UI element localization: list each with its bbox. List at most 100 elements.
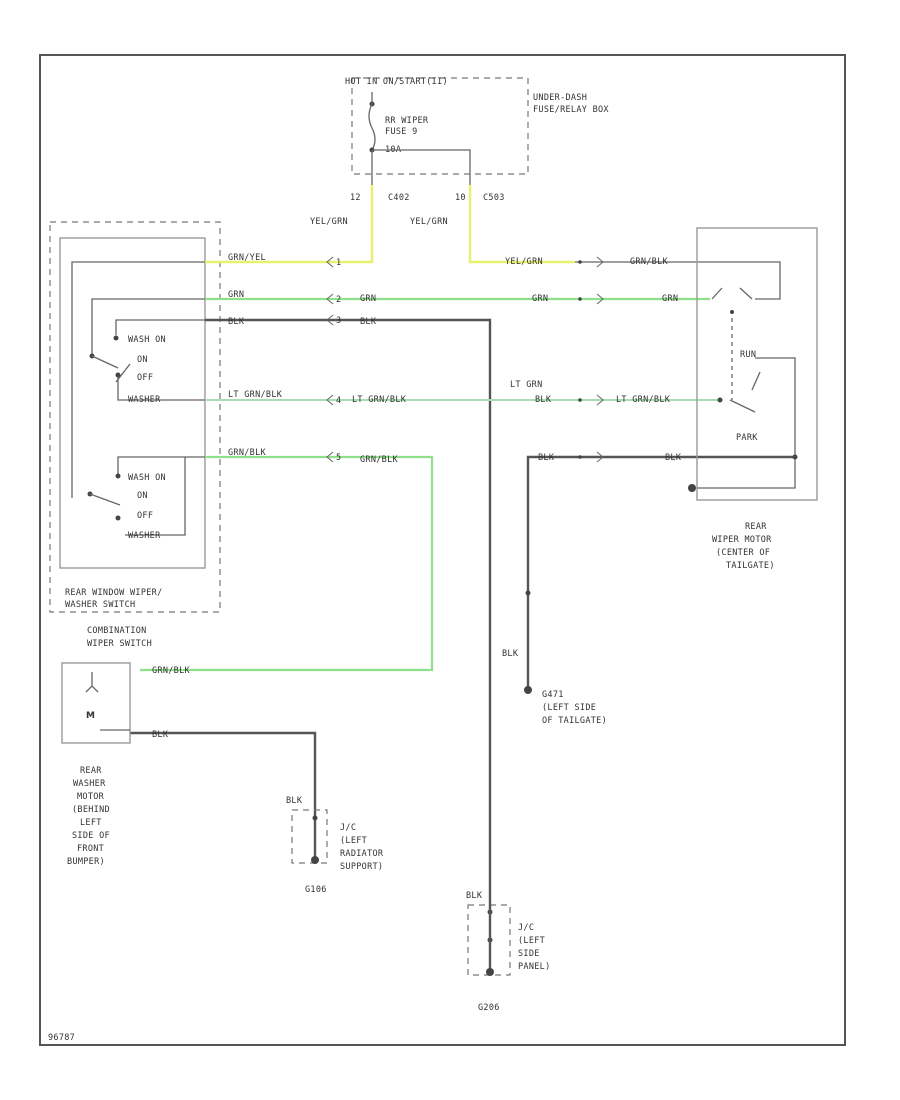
wiper-motor-run-wire bbox=[755, 357, 796, 457]
washer-motor-label-3: MOTOR bbox=[77, 792, 105, 802]
footer-code: 96787 bbox=[48, 1033, 75, 1043]
g206-code: G206 bbox=[478, 1003, 500, 1013]
g106-desc-3: RADIATOR bbox=[340, 849, 384, 859]
washer-motor-label-1: REAR bbox=[80, 766, 102, 776]
label-yel-grn-left: YEL/GRN bbox=[310, 217, 348, 227]
label-yel-grn-motor: YEL/GRN bbox=[505, 257, 543, 267]
connector-dot-r1 bbox=[578, 260, 582, 264]
g471-splice bbox=[525, 590, 531, 596]
connector-mark-r1 bbox=[596, 256, 604, 268]
g106-desc-1: J/C bbox=[340, 823, 356, 833]
wiper-motor-label-2: WIPER MOTOR bbox=[712, 535, 772, 545]
lower-off: OFF bbox=[137, 511, 153, 521]
washer-motor-housing bbox=[61, 662, 131, 744]
label-grn-4: GRN bbox=[662, 294, 678, 304]
switch-lower-lever bbox=[89, 493, 121, 506]
switch-internal-blk bbox=[115, 319, 205, 335]
combo-switch-label-1: COMBINATION bbox=[87, 626, 147, 636]
g106-ground-point bbox=[311, 856, 319, 864]
wire-grnblk-motor-top bbox=[575, 261, 781, 300]
g206-desc-3: SIDE bbox=[518, 949, 540, 959]
label-blk-5: BLK bbox=[665, 453, 682, 463]
label-blk-7: BLK bbox=[152, 730, 169, 740]
pin-4: 4 bbox=[336, 396, 341, 406]
g106-desc-2: (LEFT bbox=[340, 836, 367, 846]
switch-upper-link bbox=[115, 363, 131, 383]
pin-left: 12 bbox=[350, 193, 361, 203]
washer-motor-label-4: (BEHIND bbox=[72, 805, 110, 815]
wiper-motor-label-1: REAR bbox=[745, 522, 767, 532]
g106-desc-4: SUPPORT) bbox=[340, 862, 383, 872]
label-grn-3: GRN bbox=[532, 294, 548, 304]
connector-dot-r2 bbox=[578, 297, 582, 301]
fuse-name-1: RR WIPER bbox=[385, 116, 429, 126]
rear-switch-label-1: REAR WINDOW WIPER/ bbox=[65, 588, 163, 598]
label-grn-blk-3: GRN/BLK bbox=[152, 666, 191, 676]
wire-blk-g206 bbox=[205, 318, 492, 900]
connector-mark-r3 bbox=[596, 394, 604, 406]
switch-lower-contact-1 bbox=[115, 473, 121, 479]
switch-internal-grnblk bbox=[125, 456, 205, 536]
switch-upper-contact-1 bbox=[113, 335, 119, 341]
connector-mark-r2 bbox=[596, 293, 604, 305]
label-blk-8: BLK bbox=[286, 796, 303, 806]
lower-washer: WASHER bbox=[128, 531, 161, 541]
switch-housing bbox=[59, 237, 206, 569]
fuse-box-name-2: FUSE/RELAY BOX bbox=[533, 105, 609, 115]
g106-code: G106 bbox=[305, 885, 327, 895]
label-blk-2: BLK bbox=[360, 317, 377, 327]
label-blk-3: BLK bbox=[535, 395, 552, 405]
pin-right: 10 bbox=[455, 193, 466, 203]
wiper-motor-splice bbox=[792, 454, 798, 460]
washer-motor-terminal bbox=[85, 672, 99, 693]
diagram-frame bbox=[39, 54, 846, 1046]
g106-junction-outline bbox=[291, 809, 328, 864]
switch-internal-grn bbox=[91, 298, 205, 355]
connector-symbols: 1 2 3 4 5 bbox=[326, 256, 604, 463]
rear-switch-label-2: WASHER SWITCH bbox=[65, 600, 135, 610]
upper-off: OFF bbox=[137, 373, 153, 383]
label-grn-blk-motor: GRN/BLK bbox=[630, 257, 669, 267]
washer-motor-label-8: BUMPER) bbox=[67, 857, 105, 867]
g206-desc-1: J/C bbox=[518, 923, 534, 933]
wiper-motor-ground bbox=[688, 484, 696, 492]
pin-5: 5 bbox=[336, 453, 341, 463]
washer-motor-label-7: FRONT bbox=[77, 844, 104, 854]
label-grn-blk-1: GRN/BLK bbox=[228, 448, 267, 458]
lower-wash-on: WASH ON bbox=[128, 473, 166, 483]
wiper-motor-label-4: TAILGATE) bbox=[726, 561, 775, 571]
washer-motor-symbol: M bbox=[86, 711, 95, 721]
g206-desc-4: PANEL) bbox=[518, 962, 551, 972]
fuse-box-name-1: UNDER-DASH bbox=[533, 93, 587, 103]
pin-2: 2 bbox=[336, 295, 341, 305]
ground-g206: J/C (LEFT SIDE PANEL) G206 bbox=[467, 900, 551, 1013]
label-lt-grn: LT GRN bbox=[510, 380, 543, 390]
label-blk-1: BLK bbox=[228, 317, 245, 327]
label-grn-2: GRN bbox=[360, 294, 376, 304]
label-grn-yel: GRN/YEL bbox=[228, 253, 266, 263]
wire-yel-grn-left bbox=[205, 185, 374, 264]
connector-right: C503 bbox=[483, 193, 505, 203]
wiper-motor-housing bbox=[696, 227, 818, 501]
wiper-motor-node bbox=[730, 310, 734, 314]
g206-desc-2: (LEFT bbox=[518, 936, 545, 946]
label-blk-4: BLK bbox=[538, 453, 555, 463]
lower-on: ON bbox=[137, 491, 148, 501]
rear-wiper-motor: RUN PARK REAR WIPER MOTOR (CENTER OF TAI… bbox=[688, 227, 818, 571]
park-switch-contact bbox=[729, 371, 761, 413]
connector-mark-yel bbox=[326, 256, 334, 268]
connector-dot-r4 bbox=[578, 455, 582, 459]
label-grn-1: GRN bbox=[228, 290, 244, 300]
g471-desc-2: OF TAILGATE) bbox=[542, 716, 607, 726]
park-switch-node bbox=[717, 397, 723, 403]
upper-wash-on: WASH ON bbox=[128, 335, 166, 345]
fuse-name-2: FUSE 9 bbox=[385, 127, 418, 137]
label-blk-6: BLK bbox=[502, 649, 519, 659]
ground-g471: G471 (LEFT SIDE OF TAILGATE) bbox=[524, 590, 607, 726]
wiper-park: PARK bbox=[736, 433, 758, 443]
label-lt-grn-blk-3: LT GRN/BLK bbox=[616, 395, 671, 405]
fuse-output-bus bbox=[371, 149, 471, 185]
wiper-motor-label-3: (CENTER OF bbox=[716, 548, 770, 558]
washer-motor-label-6: SIDE OF bbox=[72, 831, 110, 841]
